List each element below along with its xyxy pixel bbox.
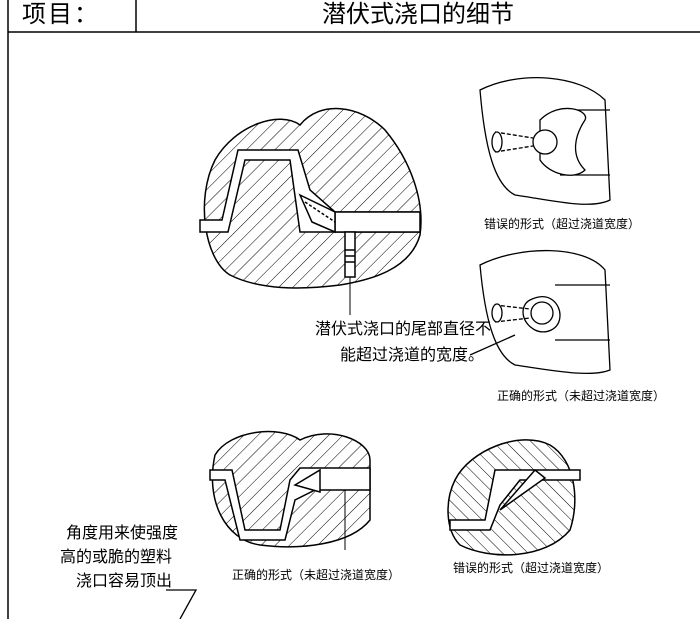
header-label: 项目：	[22, 0, 100, 28]
sub-gate-note-line-1: 潜伏式浇口的尾部直径不	[315, 319, 492, 338]
correct-form-top-view	[479, 249, 611, 375]
ejection-note-leader	[166, 589, 198, 619]
main-mold-section	[199, 107, 422, 315]
ejection-note-line-1: 角度用来使强度	[66, 523, 179, 542]
page-title: 潜伏式浇口的细节	[322, 0, 514, 28]
ejection-note-line-2: 高的或脆的塑料	[60, 547, 173, 566]
caption-bottom-right: 正确的形式（未超过浇道宽度）	[232, 568, 401, 582]
caption-bottom-wrong: 错误的形式（超过浇道宽度）	[453, 561, 610, 575]
note-leader-line	[469, 334, 516, 356]
caption-top-right: 正确的形式（未超过浇道宽度）	[497, 389, 666, 403]
ejection-note-line-3: 浇口容易顶出	[76, 571, 173, 590]
wrong-form-top-view	[479, 77, 611, 205]
caption-top-wrong: 错误的形式（超过浇道宽度）	[484, 217, 641, 231]
wrong-form-bottom-section	[447, 439, 581, 556]
correct-form-bottom-section	[209, 430, 371, 550]
sub-gate-note-line-2: 能超过浇道的宽度。	[340, 345, 485, 364]
header-frame	[7, 0, 700, 619]
